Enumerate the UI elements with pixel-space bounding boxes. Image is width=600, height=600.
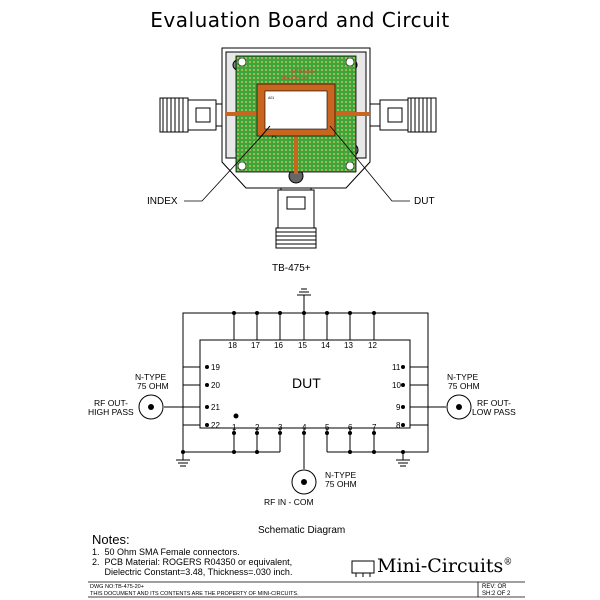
- pcb-pin-text: P1: [272, 134, 278, 139]
- sheet-number: SH:2 OF 2: [482, 591, 511, 597]
- board-part-label: TB-475+: [272, 263, 311, 274]
- left-port-impedance: 75 OHM: [137, 381, 169, 391]
- legal-notice: THIS DOCUMENT AND ITS CONTENTS ARE THE P…: [90, 590, 299, 597]
- brand-name: Mini-Circuits®: [377, 555, 512, 577]
- pin-label: 10: [392, 381, 401, 390]
- pin-label: 4: [302, 423, 307, 432]
- notes-header: Notes:: [92, 532, 130, 547]
- pin-label: 7: [372, 423, 377, 432]
- pin-label: 12: [368, 341, 377, 350]
- pcb-ref-text: A01: [268, 96, 274, 100]
- notes-section: Notes: 1. 50 Ohm SMA Female connectors. …: [92, 532, 293, 577]
- pin-label: 22: [211, 421, 220, 430]
- left-port-name: RF OUT-: [94, 398, 128, 408]
- pcb: [226, 55, 370, 174]
- right-port-name: RF OUT-: [477, 398, 511, 408]
- pin-label: 19: [211, 363, 220, 372]
- bottom-port-name: RF IN - COM: [264, 497, 314, 507]
- right-port-impedance: 75 OHM: [448, 381, 480, 391]
- schematic-caption: Schematic Diagram: [258, 525, 345, 536]
- page-title: Evaluation Board and Circuit: [150, 8, 450, 32]
- pin-label: 21: [211, 403, 220, 412]
- right-port-name-2: LOW PASS: [472, 407, 516, 417]
- drawing-number: DWG NO:TB-475-20+: [90, 584, 144, 590]
- mini-circuits-logo-icon: [351, 560, 375, 577]
- bottom-port-type: N-TYPE: [325, 470, 357, 480]
- registered-mark: ®: [503, 557, 513, 568]
- pcb-model-text: MTB4755+: [292, 69, 317, 75]
- left-port-name-2: HIGH PASS: [88, 407, 134, 417]
- pin-label: 16: [274, 341, 283, 350]
- pin-label: 3: [278, 423, 283, 432]
- left-port-type: N-TYPE: [135, 372, 167, 382]
- bottom-port-impedance: 75 OHM: [325, 479, 357, 489]
- pin-label: 6: [348, 423, 353, 432]
- pin-label: 14: [321, 341, 330, 350]
- note-item: 1. 50 Ohm SMA Female connectors.: [92, 547, 240, 557]
- brand-text: Mini-Circuits: [377, 555, 504, 577]
- pin-label: 11: [392, 363, 401, 372]
- revision: REV: OR: [482, 584, 507, 590]
- pcb-brand-text: Mini-Circuits: [281, 76, 309, 82]
- schematic-dut-label: DUT: [292, 375, 321, 391]
- dut-callout: DUT: [414, 196, 435, 207]
- pin-label: 9: [396, 403, 401, 412]
- pin-label: 20: [211, 381, 220, 390]
- note-item: Dielectric Constant=3.48, Thickness=.030…: [92, 567, 293, 577]
- right-port-type: N-TYPE: [447, 372, 479, 382]
- footer-drawing-info: DWG NO:TB-475-20+ THIS DOCUMENT AND ITS …: [90, 584, 299, 597]
- pin-label: 17: [251, 341, 260, 350]
- pin-label: 18: [228, 341, 237, 350]
- pin-label: 13: [344, 341, 353, 350]
- note-item: 2. PCB Material: ROGERS R04350 or equiva…: [92, 557, 293, 567]
- bottom-connector: [275, 179, 317, 249]
- pin-label: 1: [232, 423, 237, 432]
- pin-label: 2: [255, 423, 260, 432]
- index-callout: INDEX: [147, 196, 178, 207]
- left-connector: [159, 97, 227, 133]
- pin-label: 8: [396, 421, 401, 430]
- pin-label: 5: [325, 423, 330, 432]
- footer-revision-info: REV: OR SH:2 OF 2: [482, 584, 510, 598]
- pin-label: 15: [298, 341, 307, 350]
